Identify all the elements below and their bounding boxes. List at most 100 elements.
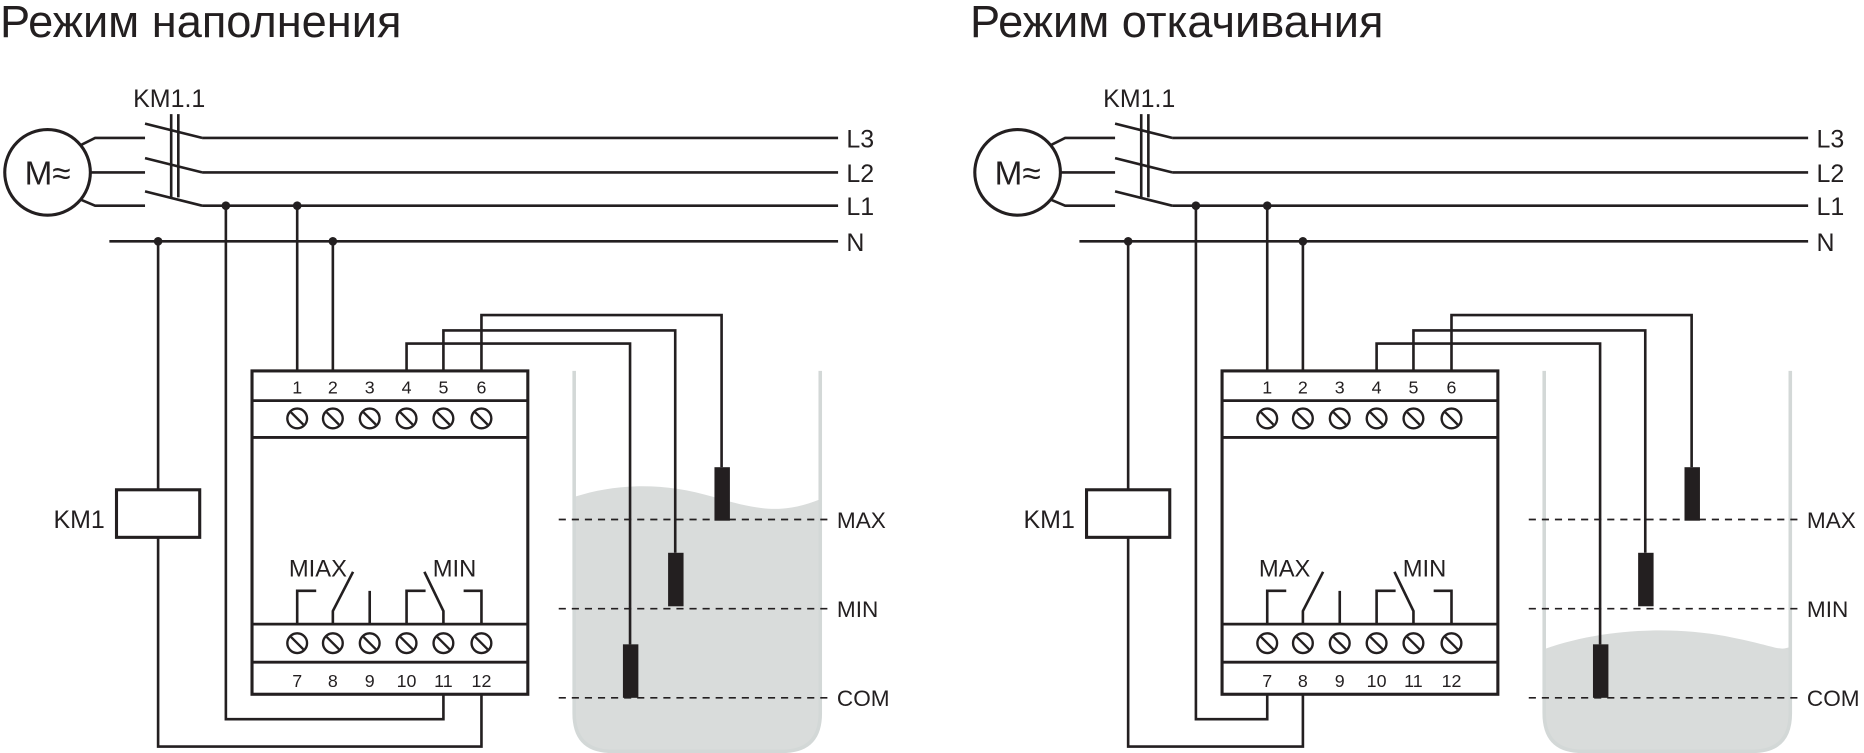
terminal-number: 10 bbox=[1367, 671, 1387, 691]
junction-dot bbox=[221, 201, 231, 210]
contact-label-min: MIN bbox=[1403, 556, 1447, 583]
level-label-max: MAX bbox=[1807, 508, 1856, 533]
terminal-screw-icon bbox=[1291, 632, 1314, 655]
terminal-screw-icon bbox=[1256, 632, 1279, 655]
terminal-screw-icon bbox=[358, 632, 381, 655]
diagram-title: Режим откачивания bbox=[970, 0, 1383, 47]
water-fill bbox=[574, 486, 821, 752]
tank bbox=[572, 370, 823, 753]
terminal-screw-icon bbox=[1256, 407, 1279, 430]
terminal-screw-icon bbox=[1440, 407, 1463, 430]
tank bbox=[1542, 370, 1793, 753]
coil-label: KM1 bbox=[1024, 506, 1075, 534]
terminal-number: 4 bbox=[402, 377, 412, 397]
contactor-linkage bbox=[169, 114, 180, 198]
terminal-screw-icon bbox=[470, 632, 493, 655]
contactor-blades bbox=[144, 122, 203, 207]
electrode-com bbox=[622, 644, 639, 698]
terminal-screw-icon bbox=[395, 632, 418, 655]
terminal-screw-icon bbox=[432, 632, 455, 655]
terminal-screw-icon bbox=[395, 407, 418, 430]
line-label-l2: L2 bbox=[846, 160, 874, 188]
terminal-number: 3 bbox=[365, 377, 375, 397]
motor-leads bbox=[80, 136, 146, 207]
terminal-number: 8 bbox=[328, 671, 338, 691]
terminal-number: 3 bbox=[1335, 377, 1345, 397]
contact-max-icon bbox=[295, 571, 372, 625]
motor-icon: M≈ bbox=[973, 128, 1062, 217]
electrode-max bbox=[714, 467, 730, 521]
electrode-wire-com bbox=[1375, 342, 1602, 645]
electrode-wire-min bbox=[1412, 329, 1647, 553]
electrode-min bbox=[1638, 552, 1654, 607]
output-wire-coil bbox=[156, 537, 483, 748]
coil-icon bbox=[114, 488, 202, 539]
contactor-blades bbox=[1114, 122, 1173, 207]
junction-dot bbox=[1123, 237, 1133, 246]
terminal-screw-icon bbox=[1328, 407, 1351, 430]
terminal-number: 1 bbox=[1262, 377, 1272, 397]
contact-label-max: MIAX bbox=[289, 556, 347, 583]
junction-dot bbox=[328, 237, 338, 246]
terminal-screw-icon bbox=[470, 407, 493, 430]
diagram-title: Режим наполнения bbox=[0, 0, 401, 47]
terminal-number: 8 bbox=[1298, 671, 1308, 691]
line-label-n: N bbox=[846, 229, 864, 257]
line-label-l3: L3 bbox=[1816, 125, 1844, 153]
contactor-label: KM1.1 bbox=[133, 85, 205, 113]
electrode-min bbox=[668, 552, 684, 607]
filling-mode-diagram: Режим наполнения M≈ KM1.1 L3 L2 L1 N KM1 bbox=[0, 0, 890, 753]
contactor-linkage bbox=[1139, 114, 1150, 198]
terminal-screw-icon bbox=[1291, 407, 1314, 430]
line-label-l1: L1 bbox=[1816, 193, 1844, 221]
output-wire-coil bbox=[1126, 537, 1305, 748]
terminal-number: 11 bbox=[434, 671, 453, 691]
water-fill bbox=[1544, 630, 1791, 752]
terminal-number: 6 bbox=[476, 377, 486, 397]
motor-leads bbox=[1050, 136, 1116, 207]
terminal-number: 11 bbox=[1404, 671, 1423, 691]
junction-dot bbox=[292, 201, 302, 210]
level-label-com: COM bbox=[1807, 686, 1860, 711]
electrode-wire-max bbox=[1450, 313, 1693, 468]
terminal-screw-icon bbox=[1402, 632, 1425, 655]
output-wire-l1 bbox=[224, 205, 445, 721]
line-label-l3: L3 bbox=[846, 125, 874, 153]
electrode-wire-com bbox=[405, 342, 632, 645]
level-label-com: COM bbox=[837, 686, 890, 711]
terminal-number: 9 bbox=[1335, 671, 1345, 691]
level-label-min: MIN bbox=[837, 597, 878, 622]
electrode-wire-min bbox=[442, 329, 677, 553]
level-label-min: MIN bbox=[1807, 597, 1848, 622]
contact-label-min: MIN bbox=[433, 556, 477, 583]
coil-icon bbox=[1084, 488, 1172, 539]
contact-min-icon bbox=[405, 571, 483, 625]
terminal-screw-icon bbox=[286, 632, 309, 655]
terminal-screw-icon bbox=[1402, 407, 1425, 430]
terminal-number: 12 bbox=[1442, 671, 1462, 691]
terminal-number: 10 bbox=[397, 671, 417, 691]
terminal-number: 7 bbox=[1262, 671, 1272, 691]
terminal-number: 5 bbox=[438, 377, 448, 397]
terminal-screw-icon bbox=[321, 632, 344, 655]
motor-icon: M≈ bbox=[3, 128, 92, 217]
relay-dividers bbox=[1222, 399, 1498, 664]
motor-label: M≈ bbox=[995, 155, 1041, 192]
terminal-screw-icon bbox=[1365, 632, 1388, 655]
terminal-screw-icon bbox=[1365, 407, 1388, 430]
contact-max-icon bbox=[1265, 571, 1342, 625]
terminal-screw-icon bbox=[1440, 632, 1463, 655]
electrode-wire-max bbox=[480, 313, 723, 468]
electrode-max bbox=[1684, 467, 1700, 521]
level-label-max: MAX bbox=[837, 508, 886, 533]
contact-label-max: MAX bbox=[1259, 556, 1311, 583]
terminal-number: 12 bbox=[472, 671, 492, 691]
terminal-number: 9 bbox=[365, 671, 375, 691]
contactor-label: KM1.1 bbox=[1103, 85, 1175, 113]
contact-min-icon bbox=[1375, 571, 1453, 625]
